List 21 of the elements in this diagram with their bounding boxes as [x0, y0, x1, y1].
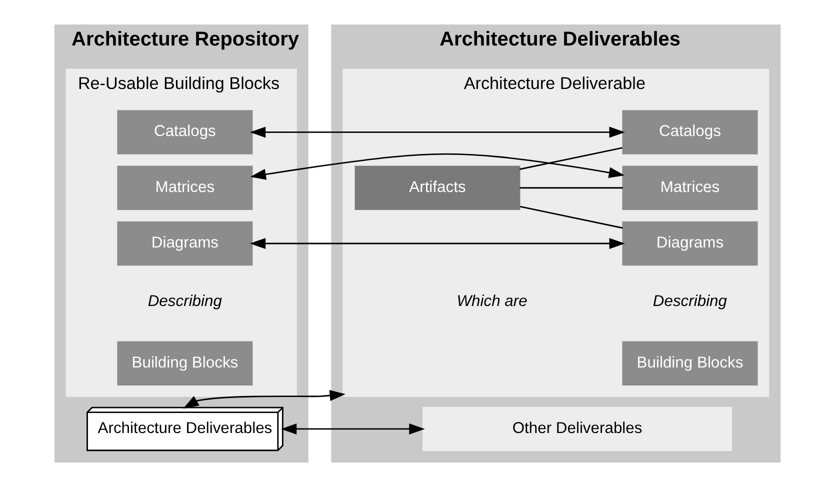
label: Which are [456, 292, 527, 310]
arrow [250, 153, 624, 180]
node-box: Other Deliverables [422, 406, 732, 452]
node-box: Diagrams [116, 221, 252, 266]
connector [519, 147, 622, 170]
node-box: Diagrams [622, 221, 758, 266]
label: Describing [147, 292, 222, 310]
arrow [182, 390, 345, 409]
label: Describing [652, 292, 727, 310]
node-box: Building Blocks [622, 341, 758, 386]
connector [519, 187, 622, 189]
node-box: Building Blocks [116, 341, 252, 386]
arrow [280, 423, 424, 434]
node-box: Catalogs [622, 110, 758, 154]
node-box: Matrices [622, 166, 758, 210]
connector [520, 206, 622, 229]
arrow [249, 238, 624, 249]
arrow [249, 126, 624, 138]
node-box: Matrices [116, 166, 252, 210]
node-box: Catalogs [116, 110, 252, 154]
node-box: Artifacts [354, 166, 520, 210]
